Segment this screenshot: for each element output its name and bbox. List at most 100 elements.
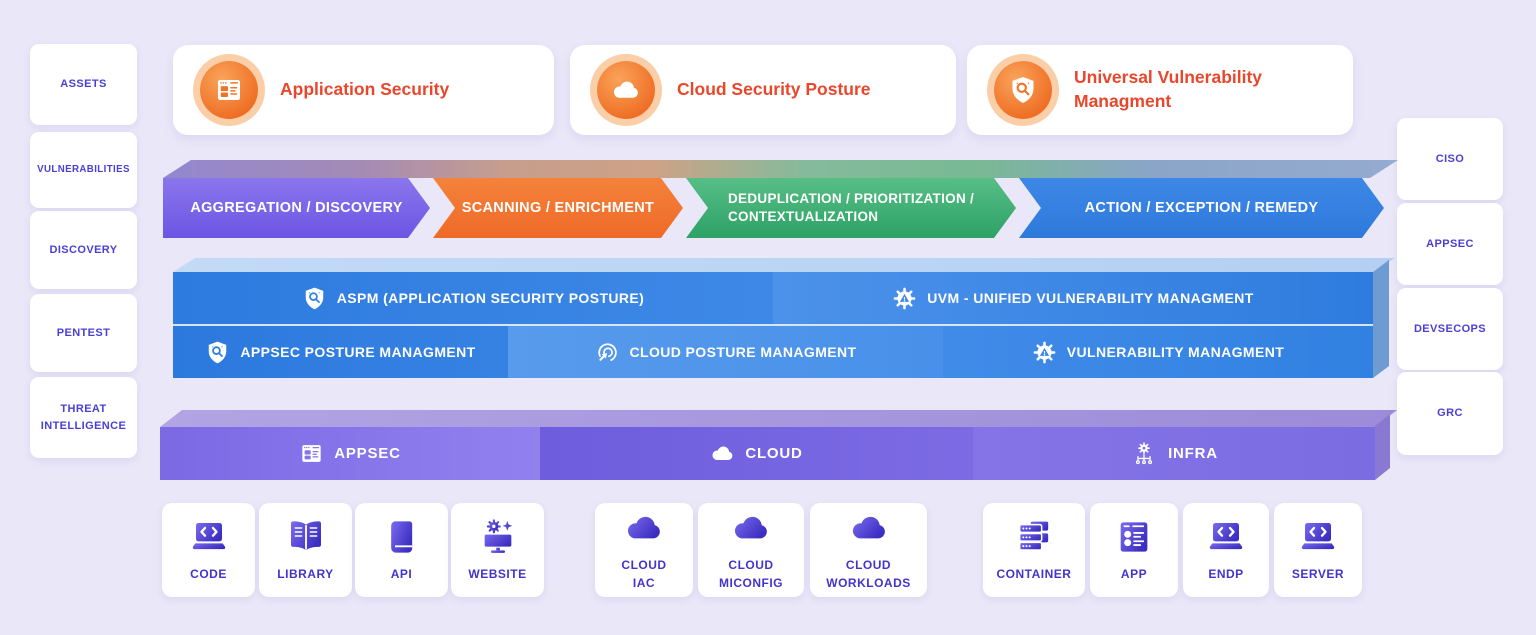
asset-card-label: CONTAINER xyxy=(996,566,1072,581)
gear-alert-icon xyxy=(1033,341,1056,363)
platform-cloud-posture-segment: CLOUD POSTURE MANAGMENT xyxy=(508,326,943,378)
asset-card-label: CODE xyxy=(190,566,227,581)
asset-card-server: SERVER xyxy=(1274,503,1362,597)
asset-card-label: CLOUD IAC xyxy=(621,558,667,590)
top-card-label: Cloud Security Posture xyxy=(677,79,871,100)
asset-card-api: API xyxy=(355,503,448,597)
pipeline-top-face xyxy=(163,160,1398,178)
asset-card-library: LIBRARY xyxy=(259,503,352,597)
pipeline-stage-deduplication-prioritization-contextualization: DEDUPLICATION / PRIORITIZATION / CONTEXT… xyxy=(686,178,1016,238)
domain-appsec-segment: APPSEC xyxy=(160,427,540,480)
asset-card-cloud-iac: CLOUD IAC xyxy=(595,503,693,597)
orange-circle xyxy=(200,61,258,119)
right-card-label: APPSEC xyxy=(1426,237,1474,250)
asset-card-code: CODE xyxy=(162,503,255,597)
platform-uvm-segment: UVM - UNIFIED VULNERABILITY MANAGMENT xyxy=(773,272,1373,324)
platform-band-top-face xyxy=(173,258,1395,272)
top-card-application-security: Application Security xyxy=(173,45,554,135)
platform-appsec-posture-segment: APPSEC POSTURE MANAGMENT xyxy=(173,326,508,378)
platform-segment-label: UVM - UNIFIED VULNERABILITY MANAGMENT xyxy=(927,290,1254,306)
pipeline-stage-aggregation-discovery: AGGREGATION / DISCOVERY xyxy=(163,178,430,238)
shield-search-icon xyxy=(305,287,323,309)
cloud-icon xyxy=(613,81,638,98)
shield-search-icon xyxy=(209,341,227,363)
gear-alert-icon xyxy=(893,287,916,309)
asset-card-label: SERVER xyxy=(1291,566,1345,581)
cloud-icon xyxy=(712,446,733,460)
server-stack-icon xyxy=(1018,521,1049,551)
asset-card-label: CLOUD WORKLOADS xyxy=(826,558,911,590)
orange-circle xyxy=(994,61,1052,119)
orange-circle xyxy=(597,61,655,119)
monitor-gear-icon xyxy=(482,519,513,553)
laptop-code-icon xyxy=(1209,522,1243,549)
domain-infra-segment: INFRA xyxy=(973,427,1375,480)
asset-card-container: CONTAINER xyxy=(983,503,1085,597)
asset-card-cloud-miconfig: CLOUD MICONFIG xyxy=(698,503,804,597)
platform-segment-label: ASPM (APPLICATION SECURITY POSTURE) xyxy=(336,290,645,306)
platform-segment-label: VULNERABILITY MANAGMENT xyxy=(1066,344,1285,360)
domain-band-top-face xyxy=(160,410,1397,427)
left-card-vulnerabilities: VULNERABILITIES xyxy=(30,132,137,208)
cloud-icon xyxy=(734,516,767,539)
pipeline-stage-label: SCANNING / ENRICHMENT xyxy=(461,200,655,216)
pipeline-stage-label: AGGREGATION / DISCOVERY xyxy=(190,200,403,216)
left-card-discovery: DISCOVERY xyxy=(30,211,137,289)
right-card-appsec: APPSEC xyxy=(1397,203,1503,285)
gear-network-icon xyxy=(1136,441,1153,464)
asset-card-cloud-workloads: CLOUD WORKLOADS xyxy=(810,503,927,597)
top-card-label: Application Security xyxy=(280,79,450,100)
right-card-label: DEVSECOPS xyxy=(1413,322,1487,335)
left-card-pentest: PENTEST xyxy=(30,294,137,372)
app-window-icon xyxy=(218,80,240,100)
pipeline-stage-scanning-enrichment: SCANNING / ENRICHMENT xyxy=(433,178,683,238)
top-card-label: Universal Vulnerability Managment xyxy=(1074,67,1263,111)
domain-cloud-segment: CLOUD xyxy=(540,427,973,480)
asset-card-label: LIBRARY xyxy=(277,566,334,581)
left-card-label: PENTEST xyxy=(56,326,111,339)
asset-card-endp: ENDP xyxy=(1183,503,1269,597)
right-card-label: CISO xyxy=(1435,152,1465,165)
left-card-assets: ASSETS xyxy=(30,44,137,125)
cloud-icon xyxy=(852,516,885,539)
right-card-grc: GRC xyxy=(1397,372,1503,455)
left-card-label: DISCOVERY xyxy=(49,243,118,256)
asset-card-label: ENDP xyxy=(1208,566,1244,581)
domain-segment-label: INFRA xyxy=(1168,445,1218,462)
left-card-threat-intelligence: THREAT INTELLIGENCE xyxy=(30,377,137,458)
open-book-icon xyxy=(290,521,321,550)
right-card-ciso: CISO xyxy=(1397,118,1503,200)
asset-card-website: WEBSITE xyxy=(451,503,544,597)
laptop-code-icon xyxy=(1301,522,1335,549)
asset-card-label: CLOUD MICONFIG xyxy=(719,558,783,590)
domain-segment-label: CLOUD xyxy=(745,445,803,462)
right-card-devsecops: DEVSECOPS xyxy=(1397,288,1503,370)
app-window-icon xyxy=(302,445,321,462)
platform-vulnerability-segment: VULNERABILITY MANAGMENT xyxy=(943,326,1373,378)
book-icon xyxy=(390,521,412,553)
asset-card-app: APP xyxy=(1090,503,1178,597)
platform-segment-label: CLOUD POSTURE MANAGMENT xyxy=(629,344,857,360)
cloud-icon xyxy=(627,516,660,539)
right-card-label: GRC xyxy=(1437,407,1463,420)
pipeline-stage-label: DEDUPLICATION / PRIORITIZATION / CONTEXT… xyxy=(728,190,975,224)
pipeline-stage-action-exception-remedy: ACTION / EXCEPTION / REMEDY xyxy=(1019,178,1384,238)
asset-card-label: WEBSITE xyxy=(468,566,527,581)
asset-card-label: API xyxy=(390,566,413,581)
platform-aspm-segment: ASPM (APPLICATION SECURITY POSTURE) xyxy=(173,272,773,324)
top-card-cloud-security-posture: Cloud Security Posture xyxy=(570,45,956,135)
top-card-universal-vulnerability-managment: Universal Vulnerability Managment xyxy=(967,45,1353,135)
app-window-icon xyxy=(1120,522,1148,552)
pipeline-stage-label: ACTION / EXCEPTION / REMEDY xyxy=(1084,200,1319,216)
platform-row-divider xyxy=(173,324,1373,326)
laptop-code-icon xyxy=(192,522,225,549)
domain-segment-label: APPSEC xyxy=(334,445,401,462)
domain-band-right-face xyxy=(1375,414,1390,480)
click-arrow-icon xyxy=(597,342,617,361)
left-card-label: THREAT INTELLIGENCE xyxy=(40,403,127,432)
left-card-label: VULNERABILITIES xyxy=(37,163,130,175)
platform-segment-label: APPSEC POSTURE MANAGMENT xyxy=(240,344,476,360)
shield-search-icon xyxy=(1012,77,1034,103)
left-card-label: ASSETS xyxy=(60,78,107,91)
